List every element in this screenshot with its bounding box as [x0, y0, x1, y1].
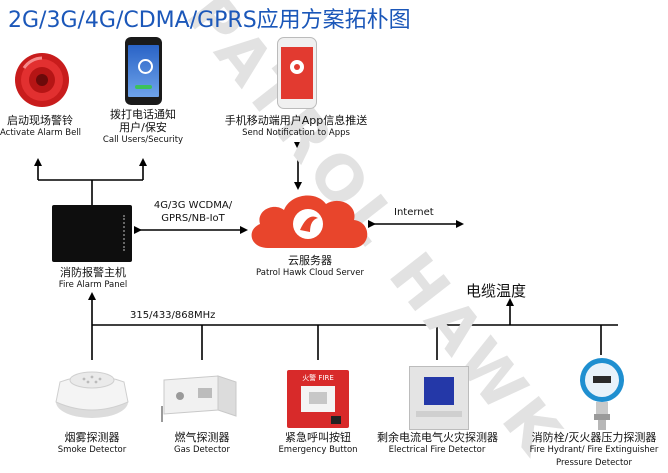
- cable-temperature-label: 电缆温度: [466, 282, 527, 300]
- electrical-fire-detector-icon: [409, 366, 469, 430]
- call-users-caption: 拨打电话通知 用户/保安 Call Users/Security: [98, 108, 188, 147]
- emergency-label-cn: 紧急呼叫按钮: [285, 431, 351, 444]
- app-notification-label-cn: 手机移动端用户App信息推送: [224, 114, 368, 127]
- alarm-bell-icon: [15, 53, 69, 107]
- smoke-label-en: Smoke Detector: [57, 445, 127, 455]
- alarm-bell-label-cn: 启动现场警铃: [7, 114, 73, 127]
- alarm-bell-caption: 启动现场警铃 Activate Alarm Bell: [0, 114, 82, 140]
- cellular-link-label-2: GPRS/NB-IoT: [161, 213, 225, 224]
- fire-alarm-panel-icon: [52, 205, 132, 262]
- cellular-link-label-1: 4G/3G WCDMA/: [153, 200, 233, 211]
- alarm-bell-label-en: Activate Alarm Bell: [0, 128, 82, 138]
- fire-alarm-panel-caption: 消防报警主机 Fire Alarm Panel: [38, 266, 148, 292]
- cloud-server-icon: [251, 195, 368, 248]
- gas-detector-icon: [161, 375, 237, 422]
- electrical-label-en: Electrical Fire Detector: [388, 445, 486, 455]
- phone-call-icon: [125, 37, 162, 105]
- call-users-label-en: Call Users/Security: [102, 135, 184, 145]
- emergency-label: 火警 FIRE: [302, 374, 334, 382]
- smartphone-app-icon: [277, 37, 317, 109]
- call-users-label-cn-1: 拨打电话通知: [110, 108, 176, 121]
- gas-label-cn: 燃气探测器: [174, 431, 230, 444]
- hydrant-label-en-2: Pressure Detector: [555, 458, 633, 468]
- app-notification-caption: 手机移动端用户App信息推送 Send Notification to Apps: [220, 114, 372, 140]
- pressure-detector-caption: 消防栓/灭火器压力探测器 Fire Hydrant/ Fire Extingui…: [526, 431, 662, 470]
- gas-detector-caption: 燃气探测器 Gas Detector: [152, 431, 252, 457]
- hydrant-label-cn: 消防栓/灭火器压力探测器: [531, 431, 657, 444]
- emergency-button-caption: 紧急呼叫按钮 Emergency Button: [268, 431, 368, 457]
- cloud-label-cn: 云服务器: [288, 254, 332, 267]
- internet-label: Internet: [394, 207, 434, 218]
- rf-band-label: 315/433/868MHz: [130, 310, 216, 321]
- smoke-detector-icon: [55, 371, 129, 418]
- app-notification-label-en: Send Notification to Apps: [242, 128, 350, 138]
- call-users-label-cn-2: 用户/保安: [119, 121, 167, 134]
- electrical-fire-detector-caption: 剩余电流电气火灾探测器 Electrical Fire Detector: [377, 431, 498, 457]
- emergency-button-icon: 火警 FIRE: [287, 370, 349, 428]
- hydrant-label-en-1: Fire Hydrant/ Fire Extinguisher: [529, 445, 659, 455]
- cloud-label-en: Patrol Hawk Cloud Server: [256, 268, 364, 278]
- smoke-detector-caption: 烟雾探测器 Smoke Detector: [42, 431, 142, 457]
- page-title: 2G/3G/4G/CDMA/GPRS应用方案拓朴图: [8, 8, 411, 33]
- panel-label-en: Fire Alarm Panel: [58, 280, 128, 290]
- cellular-link-label: 4G/3G WCDMA/ GPRS/NB-IoT: [148, 199, 238, 225]
- gas-label-en: Gas Detector: [174, 445, 230, 455]
- emergency-label-en: Emergency Button: [278, 445, 358, 455]
- pressure-detector-icon: [580, 358, 624, 430]
- cloud-server-caption: 云服务器 Patrol Hawk Cloud Server: [238, 254, 382, 280]
- electrical-label-cn: 剩余电流电气火灾探测器: [377, 431, 498, 444]
- panel-label-cn: 消防报警主机: [60, 266, 126, 279]
- smoke-label-cn: 烟雾探测器: [64, 431, 120, 444]
